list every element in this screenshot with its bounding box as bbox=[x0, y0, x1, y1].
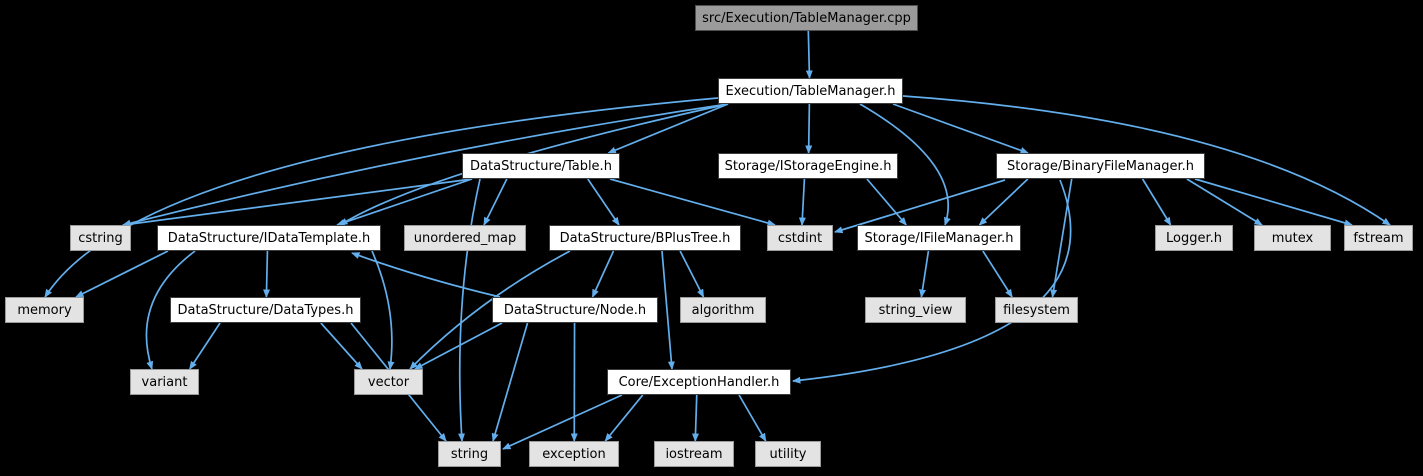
node-cstring: cstring bbox=[70, 225, 131, 251]
node-filesystem: filesystem bbox=[995, 297, 1078, 323]
node-mutex: mutex bbox=[1254, 225, 1331, 251]
node-bplustree[interactable]: DataStructure/BPlusTree.h bbox=[549, 225, 741, 251]
edge-istorage-to-cstdint bbox=[798, 178, 806, 226]
node-cpp[interactable]: src/Execution/TableManager.cpp bbox=[695, 5, 918, 31]
edge-tm_h-to-table_h bbox=[607, 103, 729, 154]
node-algorithm: algorithm bbox=[680, 297, 766, 323]
edge-datatypes-to-vector bbox=[320, 322, 363, 370]
edge-bplustree-to-exch bbox=[661, 250, 675, 370]
node-label: utility bbox=[769, 446, 807, 462]
edge-exch-to-exception bbox=[604, 394, 644, 442]
node-vector: vector bbox=[354, 369, 423, 395]
node-node_h[interactable]: DataStructure/Node.h bbox=[492, 297, 658, 323]
node-label: Execution/TableManager.h bbox=[725, 83, 896, 99]
node-ifilemanager[interactable]: Storage/IFileManager.h bbox=[857, 225, 1021, 251]
node-label: string_view bbox=[878, 302, 953, 318]
edge-idatatemplate-to-datatypes bbox=[263, 250, 271, 298]
edge-tm_h-to-memory bbox=[44, 97, 719, 298]
edge-table_h-to-cstring bbox=[122, 178, 473, 228]
node-tm_h[interactable]: Execution/TableManager.h bbox=[718, 78, 903, 104]
edge-tm_h-to-fstream bbox=[902, 95, 1391, 226]
node-label: DataStructure/BPlusTree.h bbox=[559, 230, 731, 246]
node-label: src/Execution/TableManager.cpp bbox=[702, 10, 911, 26]
node-label: DataStructure/Node.h bbox=[503, 302, 647, 318]
node-exch[interactable]: Core/ExceptionHandler.h bbox=[607, 369, 791, 395]
node-variant: variant bbox=[130, 369, 199, 395]
edge-binfm-to-mutex bbox=[1186, 178, 1263, 226]
node-label: Storage/BinaryFileManager.h bbox=[1007, 158, 1194, 174]
edge-exch-to-iostream bbox=[691, 394, 699, 442]
node-string: string bbox=[438, 441, 501, 467]
node-label: memory bbox=[17, 302, 72, 318]
node-idatatemplate[interactable]: DataStructure/IDataTemplate.h bbox=[157, 225, 381, 251]
edge-table_h-to-string bbox=[458, 178, 481, 442]
node-label: vector bbox=[367, 374, 410, 390]
node-label: DataStructure/IDataTemplate.h bbox=[167, 230, 371, 246]
edge-binfm-to-ifilemanager bbox=[978, 178, 1029, 226]
node-label: Storage/IFileManager.h bbox=[864, 230, 1014, 246]
edge-table_h-to-bplustree bbox=[587, 178, 620, 226]
edge-idatatemplate-to-vector bbox=[371, 250, 395, 370]
edge-datatypes-to-variant bbox=[189, 322, 221, 370]
node-table_h[interactable]: DataStructure/Table.h bbox=[462, 153, 620, 179]
node-label: filesystem bbox=[1003, 302, 1070, 318]
node-label: DataStructure/Table.h bbox=[470, 158, 612, 174]
node-label: iostream bbox=[665, 446, 723, 462]
edge-table_h-to-idatatemplate bbox=[336, 178, 473, 226]
edge-node_h-to-string bbox=[491, 322, 529, 442]
node-label: cstring bbox=[78, 230, 123, 246]
edge-tm_h-to-binfm bbox=[892, 103, 1029, 154]
edge-binfm-to-cstdint bbox=[834, 179, 1006, 234]
node-label: Core/ExceptionHandler.h bbox=[618, 374, 780, 390]
node-logger: Logger.h bbox=[1155, 225, 1233, 251]
edge-tm_h-to-ifilemanager bbox=[859, 103, 951, 226]
node-memory: memory bbox=[5, 297, 84, 323]
edge-idatatemplate-to-memory bbox=[75, 250, 169, 298]
node-cstdint: cstdint bbox=[767, 225, 833, 251]
node-istorage[interactable]: Storage/IStorageEngine.h bbox=[718, 153, 898, 179]
edge-bplustree-to-vector bbox=[409, 250, 571, 370]
edge-binfm-to-exch bbox=[792, 179, 1072, 384]
edge-tm_h-to-istorage bbox=[805, 103, 813, 154]
node-string_view: string_view bbox=[865, 297, 966, 323]
edge-ifilemanager-to-string_view bbox=[919, 250, 930, 298]
edge-ifilemanager-to-filesystem bbox=[982, 250, 1013, 298]
node-fstream: fstream bbox=[1344, 225, 1413, 251]
edge-idatatemplate-to-variant bbox=[145, 250, 196, 370]
node-iostream: iostream bbox=[654, 441, 734, 467]
node-label: mutex bbox=[1271, 230, 1314, 246]
edge-node_h-to-vector bbox=[414, 322, 503, 370]
edge-exch-to-utility bbox=[738, 394, 767, 442]
edge-bplustree-to-node_h bbox=[591, 250, 615, 298]
edge-table_h-to-unordered_map bbox=[483, 178, 508, 226]
edge-binfm-to-fstream bbox=[1194, 178, 1353, 227]
edge-istorage-to-ifilemanager bbox=[866, 178, 907, 226]
node-label: cstdint bbox=[777, 230, 823, 246]
edge-binfm-to-filesystem bbox=[1050, 178, 1073, 298]
edge-exch-to-string bbox=[502, 394, 623, 450]
edge-bplustree-to-algorithm bbox=[679, 250, 705, 298]
node-label: unordered_map bbox=[413, 230, 517, 246]
edge-table_h-to-cstdint bbox=[609, 178, 776, 227]
node-label: fstream bbox=[1353, 230, 1404, 246]
node-label: DataStructure/DataTypes.h bbox=[177, 302, 354, 318]
edge-cpp-to-tm_h bbox=[805, 30, 813, 79]
node-label: string bbox=[450, 446, 489, 462]
node-label: algorithm bbox=[691, 302, 755, 318]
node-datatypes[interactable]: DataStructure/DataTypes.h bbox=[170, 297, 361, 323]
node-exception: exception bbox=[529, 441, 619, 467]
node-label: Storage/IStorageEngine.h bbox=[724, 158, 892, 174]
node-binfm[interactable]: Storage/BinaryFileManager.h bbox=[996, 153, 1205, 179]
node-label: Logger.h bbox=[1166, 230, 1222, 246]
node-utility: utility bbox=[755, 441, 821, 467]
edge-node_h-to-idatatemplate bbox=[351, 252, 501, 298]
edge-binfm-to-logger bbox=[1141, 178, 1172, 226]
edge-tm_h-to-cstring bbox=[122, 103, 729, 227]
node-label: exception bbox=[542, 446, 606, 462]
node-unordered_map: unordered_map bbox=[404, 225, 526, 251]
node-label: variant bbox=[141, 374, 188, 390]
